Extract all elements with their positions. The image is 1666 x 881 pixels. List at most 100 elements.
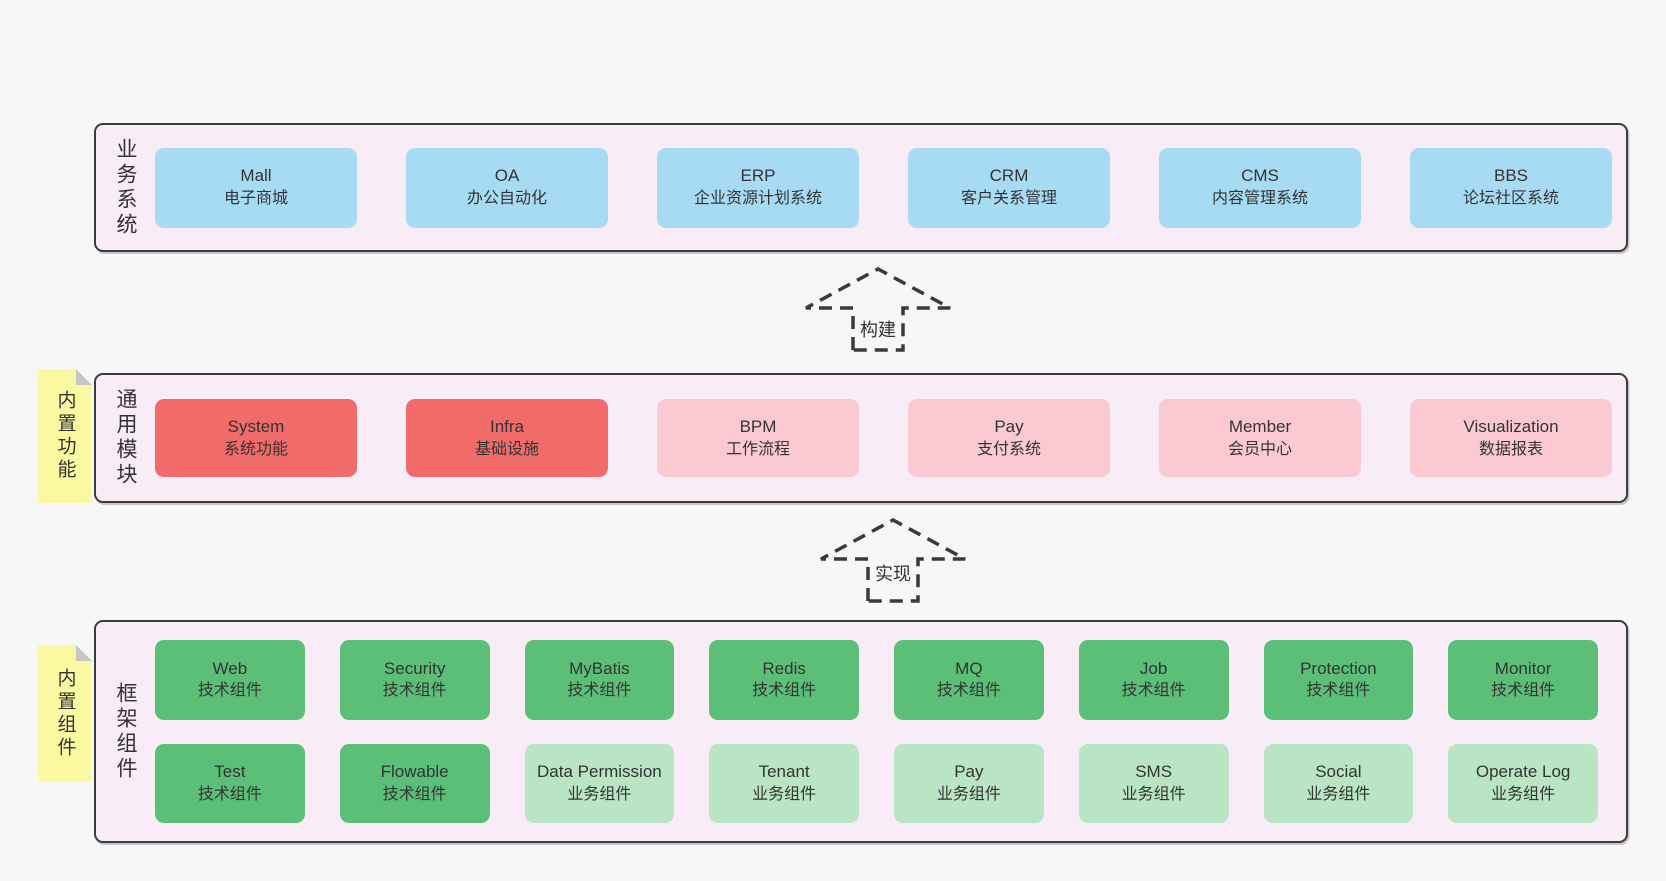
module-box-pay: Pay 支付系统	[908, 399, 1110, 477]
component-name: Protection	[1300, 658, 1377, 678]
component-name: Data Permission	[537, 762, 662, 782]
component-desc: 业务组件	[1306, 785, 1371, 803]
sticky-note-text: 内置功能	[54, 390, 76, 482]
component-desc: 技术组件	[936, 682, 1001, 700]
arrow-up-build-icon	[805, 267, 951, 352]
module-name: Mall	[240, 166, 272, 186]
component-box-security: Security 技术组件	[339, 640, 490, 720]
arrow-build-label: 构建	[860, 320, 896, 340]
component-name: Monitor	[1494, 658, 1552, 678]
module-name: BBS	[1493, 166, 1529, 186]
component-box-tenant: Tenant 业务组件	[709, 743, 859, 823]
component-name: Social	[1315, 762, 1362, 782]
sticky-note-text: 内置组件	[54, 667, 76, 760]
component-desc: 技术组件	[1121, 682, 1186, 700]
module-box-infra: Infra 基础设施	[406, 399, 608, 477]
component-box-redis: Redis 技术组件	[709, 640, 859, 720]
common-modules-band: 通用模块 System 系统功能 Infra 基础设施 BPM 工作流程 Pay…	[94, 373, 1628, 503]
module-desc: 基础设施	[474, 440, 539, 458]
component-desc: 技术组件	[197, 682, 262, 700]
module-name: BPM	[739, 416, 777, 436]
band-label-framework-components: 框架组件	[114, 681, 137, 782]
module-name: OA	[494, 166, 520, 186]
sticky-fold-corner	[76, 645, 92, 661]
component-name: Tenant	[758, 762, 810, 782]
module-name: Pay	[994, 416, 1024, 436]
component-desc: 技术组件	[197, 785, 262, 803]
component-name: SMS	[1135, 762, 1173, 782]
module-box-system: System 系统功能	[155, 399, 357, 477]
module-box-member: Member 会员中心	[1159, 399, 1361, 477]
component-desc: 业务组件	[567, 785, 632, 803]
module-desc: 论坛社区系统	[1462, 190, 1559, 208]
component-desc: 业务组件	[1121, 785, 1186, 803]
component-box-monitor: Monitor 技术组件	[1448, 640, 1598, 720]
component-name: Flowable	[380, 762, 449, 782]
component-box-web: Web 技术组件	[155, 640, 305, 720]
module-box-oa: OA 办公自动化	[406, 147, 608, 228]
component-desc: 技术组件	[1491, 682, 1556, 700]
component-name: Web	[212, 658, 248, 678]
component-name: Test	[214, 762, 246, 782]
module-desc: 数据报表	[1478, 440, 1543, 458]
component-box-operate-log: Operate Log 业务组件	[1448, 743, 1598, 823]
module-box-mall: Mall 电子商城	[155, 147, 357, 228]
module-desc: 系统功能	[223, 440, 288, 458]
module-name: CMS	[1241, 166, 1279, 186]
module-desc: 工作流程	[725, 440, 790, 458]
component-desc: 技术组件	[567, 682, 632, 700]
component-name: Job	[1139, 658, 1168, 678]
component-name: Pay	[954, 762, 984, 782]
business-systems-row: Mall 电子商城 OA 办公自动化 ERP 企业资源计划系统 CRM 客户关系…	[155, 125, 1612, 250]
component-desc: 技术组件	[752, 682, 817, 700]
module-desc: 内容管理系统	[1211, 190, 1308, 208]
module-desc: 客户关系管理	[960, 190, 1057, 208]
arrow-up-implement-icon	[820, 518, 966, 603]
component-desc: 业务组件	[752, 785, 817, 803]
component-box-test: Test 技术组件	[155, 743, 305, 823]
band-label-common-modules: 通用模块	[114, 388, 137, 488]
module-name: Visualization	[1463, 416, 1559, 436]
component-name: Security	[383, 658, 446, 678]
component-name: Operate Log	[1475, 762, 1571, 782]
sticky-fold-corner	[76, 369, 92, 385]
component-desc: 技术组件	[382, 682, 447, 700]
component-name: MQ	[955, 658, 983, 678]
module-desc: 电子商城	[223, 190, 288, 208]
framework-components-grid: Web 技术组件 Security 技术组件 MyBatis 技术组件 Redi…	[155, 640, 1598, 823]
band-label-business-systems: 业务系统	[114, 137, 137, 238]
common-modules-row: System 系统功能 Infra 基础设施 BPM 工作流程 Pay 支付系统…	[155, 375, 1612, 501]
module-box-crm: CRM 客户关系管理	[908, 147, 1110, 228]
module-name: Infra	[489, 416, 525, 436]
module-desc: 企业资源计划系统	[693, 190, 822, 208]
module-name: CRM	[989, 166, 1029, 186]
business-systems-band: 业务系统 Mall 电子商城 OA 办公自动化 ERP 企业资源计划系统 CRM…	[94, 123, 1628, 252]
sticky-note-built-in-components: 内置组件	[38, 645, 92, 782]
framework-components-band: 框架组件 Web 技术组件 Security 技术组件 MyBatis 技术组件…	[94, 620, 1628, 843]
module-box-erp: ERP 企业资源计划系统	[657, 147, 859, 228]
component-desc: 业务组件	[936, 785, 1001, 803]
component-desc: 技术组件	[382, 785, 447, 803]
component-box-mq: MQ 技术组件	[894, 640, 1044, 720]
component-box-sms: SMS 业务组件	[1078, 743, 1229, 823]
component-name: MyBatis	[569, 658, 630, 678]
component-box-data-permission: Data Permission 业务组件	[524, 743, 675, 823]
module-desc: 办公自动化	[466, 190, 547, 208]
module-box-visualization: Visualization 数据报表	[1410, 399, 1612, 477]
component-desc: 技术组件	[1306, 682, 1371, 700]
module-box-cms: CMS 内容管理系统	[1159, 147, 1361, 228]
component-box-protection: Protection 技术组件	[1263, 640, 1414, 720]
sticky-note-built-in-functions: 内置功能	[38, 369, 92, 503]
component-box-job: Job 技术组件	[1078, 640, 1229, 720]
module-name: System	[227, 416, 285, 436]
component-desc: 业务组件	[1491, 785, 1556, 803]
component-box-pay: Pay 业务组件	[894, 743, 1044, 823]
module-name: ERP	[740, 166, 776, 186]
component-box-flowable: Flowable 技术组件	[339, 743, 490, 823]
component-box-mybatis: MyBatis 技术组件	[524, 640, 675, 720]
module-desc: 会员中心	[1227, 440, 1292, 458]
component-name: Redis	[762, 658, 806, 678]
arrow-implement-label: 实现	[875, 564, 911, 584]
module-box-bbs: BBS 论坛社区系统	[1410, 147, 1612, 228]
